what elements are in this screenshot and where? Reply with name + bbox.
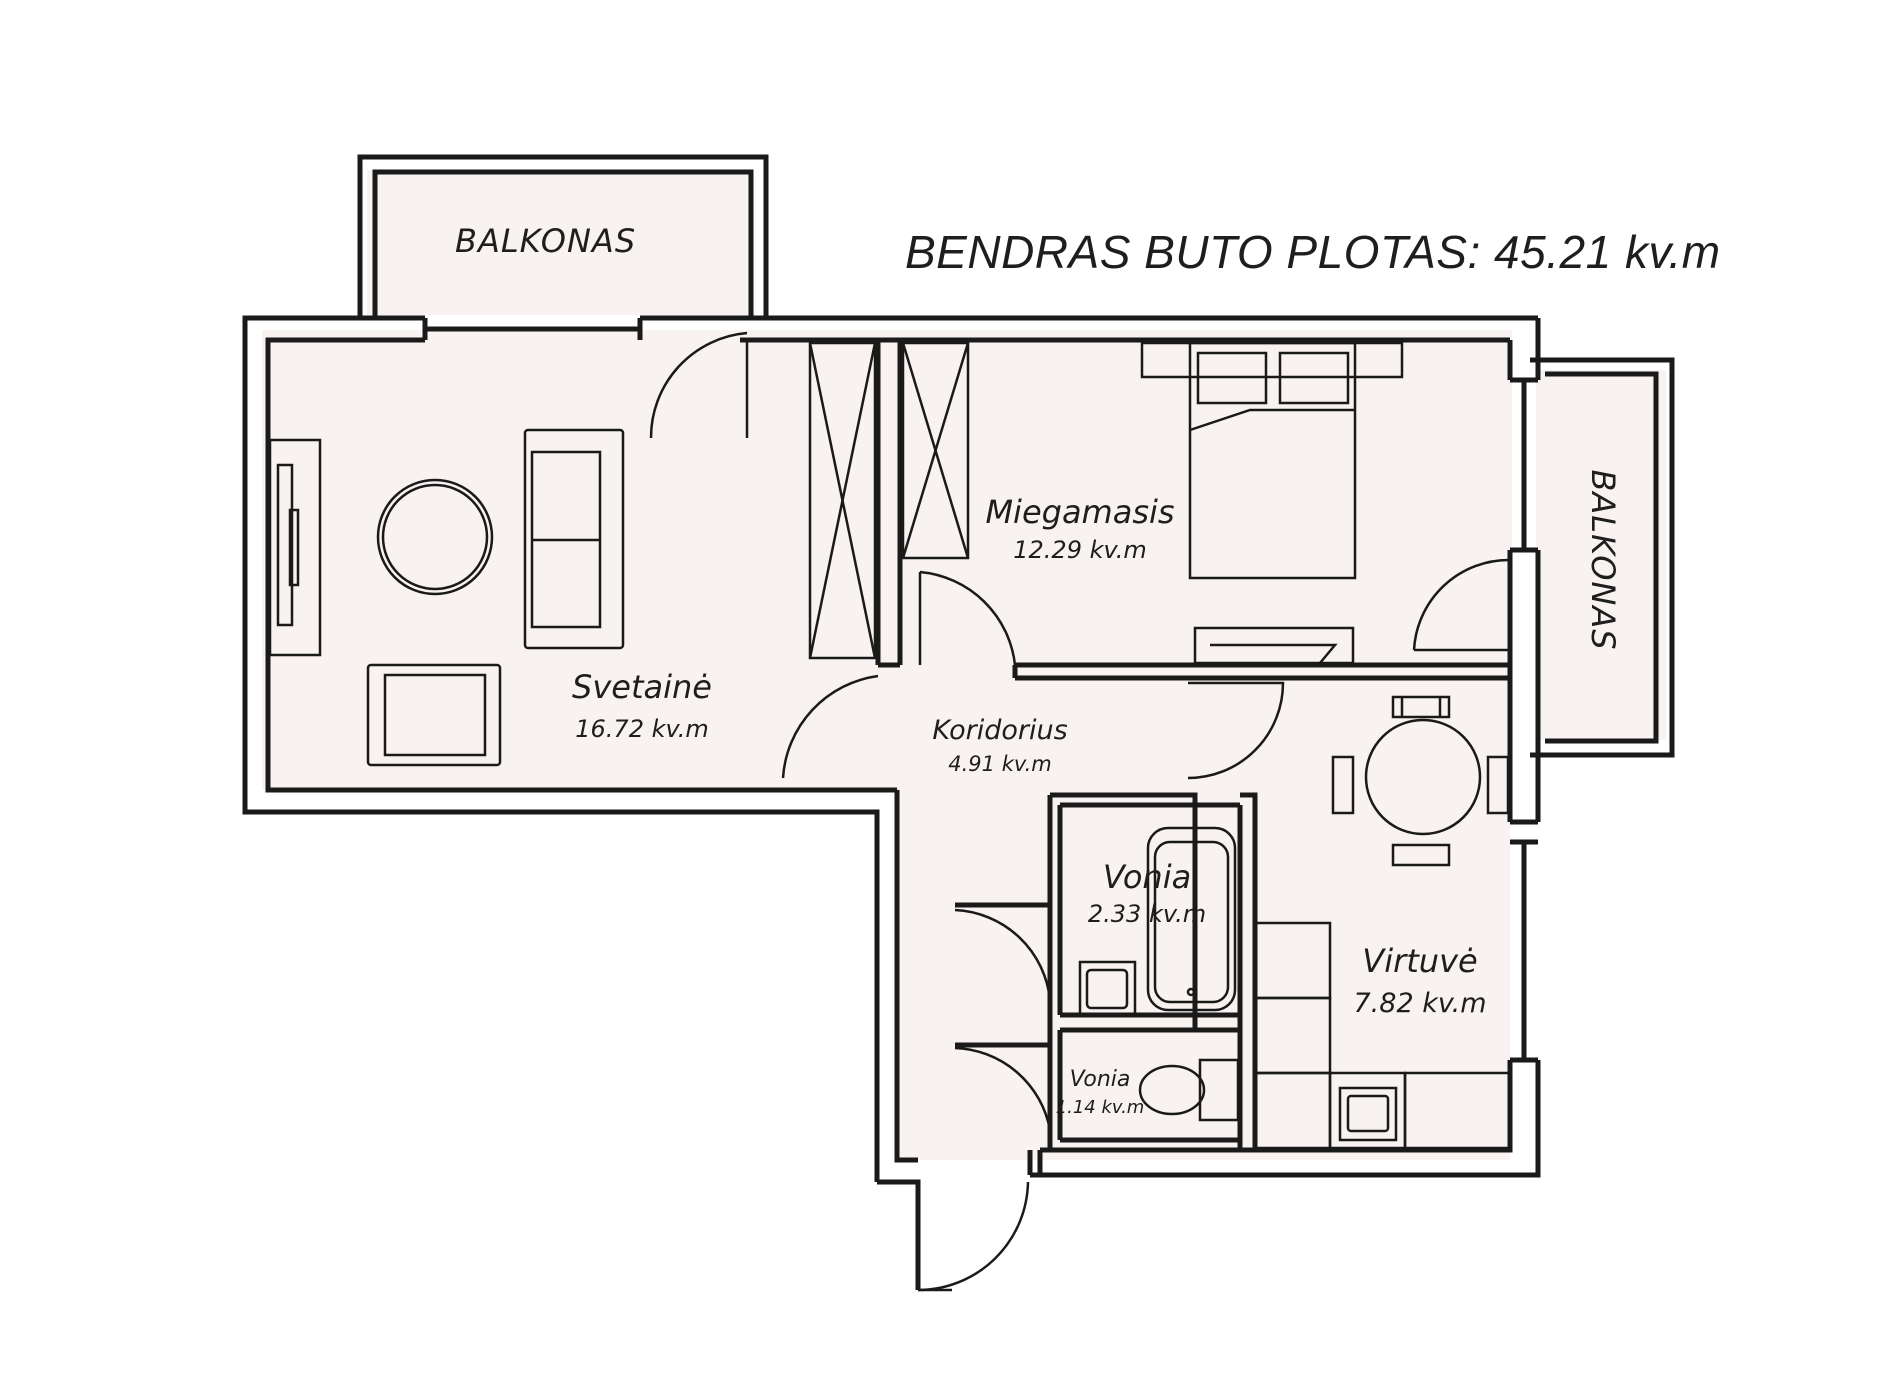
- koridorius-area: 4.91 kv.m: [948, 752, 1052, 776]
- svetaine-area: 16.72 kv.m: [575, 715, 709, 743]
- vonia-small-area: 1.14 kv.m: [1055, 1097, 1145, 1118]
- interior-walls: [875, 340, 1510, 1150]
- vonia-small-name: Vonia: [1069, 1067, 1131, 1092]
- top-balcony-label: BALKONAS: [455, 222, 637, 260]
- koridorius-name: Koridorius: [932, 715, 1068, 746]
- vonia-name: Vonia: [1102, 858, 1192, 896]
- vonia-area: 2.33 kv.m: [1087, 900, 1207, 928]
- svetaine-name: Svetainė: [572, 668, 712, 706]
- miegamasis-name: Miegamasis: [985, 493, 1175, 531]
- miegamasis-area: 12.29 kv.m: [1013, 536, 1147, 564]
- top-balcony: [357, 154, 769, 318]
- outer-walls: [242, 315, 1541, 1290]
- right-balcony-label: BALKONAS: [1584, 469, 1622, 651]
- virtuve-name: Virtuvė: [1362, 942, 1478, 980]
- total-area-title: BENDRAS BUTO PLOTAS: 45.21 kv.m: [905, 226, 1721, 278]
- furniture: [268, 341, 1512, 1150]
- right-balcony: [1530, 357, 1675, 758]
- virtuve-area: 7.82 kv.m: [1353, 988, 1487, 1019]
- door-swings: [649, 331, 1511, 1292]
